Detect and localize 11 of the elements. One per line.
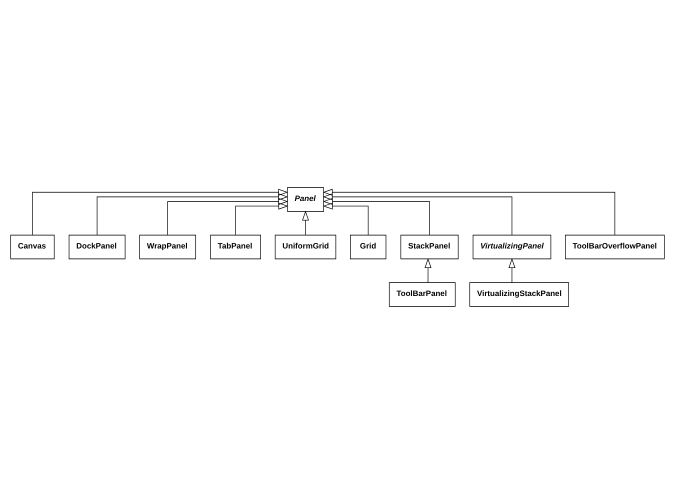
arrow xyxy=(96,192,288,235)
arrow xyxy=(322,198,430,235)
arrow xyxy=(424,258,432,282)
arrow xyxy=(322,192,512,235)
arrow xyxy=(322,188,616,235)
arrow xyxy=(322,202,368,235)
arrow xyxy=(302,210,309,235)
arrow xyxy=(235,202,288,235)
arrow xyxy=(167,198,288,235)
arrow xyxy=(32,188,288,235)
arrow xyxy=(508,258,516,282)
